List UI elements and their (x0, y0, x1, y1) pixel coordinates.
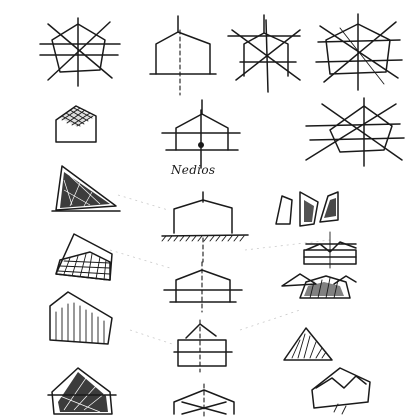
sketch-three-shards (276, 192, 338, 226)
sketch-folded-box (312, 368, 370, 414)
sketch-hatched-triangle (284, 328, 332, 360)
sketch-star-diagram-1 (40, 18, 120, 86)
sketch-house-on-ground-1 (162, 192, 248, 262)
sketch-hatched-slab (50, 292, 112, 344)
sketch-house-outline-1 (150, 16, 216, 95)
sketch-house-cross-2 (164, 262, 242, 312)
sketch-hatched-roofs (282, 274, 356, 298)
sketch-star-diagram-2 (316, 14, 402, 90)
sketch-stacked-blocks (304, 232, 356, 268)
sketch-house-section-3 (174, 320, 232, 372)
handwritten-annotation: Nedios (171, 163, 215, 177)
sketch-dark-wedge (48, 368, 116, 414)
sketch-house-star-1 (228, 15, 300, 92)
sketch-grid-roof-box (56, 106, 96, 142)
sketch-grid-wedge (56, 234, 112, 280)
faint-guide-lines (110, 195, 330, 345)
sketch-house-bottom (174, 384, 234, 417)
sketch-hatched-pyramid (52, 166, 120, 211)
sketch-house-section-cross (162, 100, 240, 168)
sketch-star-diagram-3 (306, 98, 404, 166)
